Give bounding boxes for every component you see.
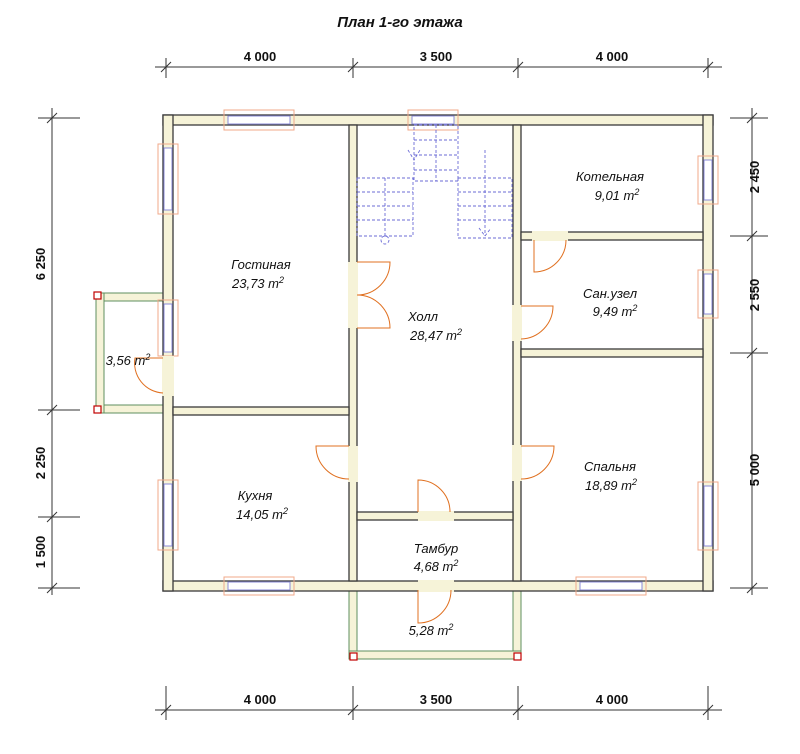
right-dimension: 2 450 2 550 5 000 [730, 108, 768, 595]
room-vestibule-name: Тамбур [414, 541, 459, 556]
dim-right-2: 2 550 [747, 279, 762, 312]
top-dimension: 4 000 3 500 4 000 [155, 49, 722, 78]
room-boiler-name: Котельная [576, 169, 644, 184]
front-porch [348, 585, 522, 661]
room-hall: Холл 28,47 m2 [407, 309, 462, 343]
area-superscript: 2 [452, 558, 458, 568]
area-superscript: 2 [278, 275, 284, 285]
dim-left-3: 1 500 [33, 536, 48, 569]
side-porch [93, 291, 167, 414]
svg-text:9,49 m2: 9,49 m2 [593, 303, 638, 319]
svg-text:4,68 m2: 4,68 m2 [414, 558, 459, 574]
area-superscript: 2 [144, 352, 150, 362]
area-superscript: 2 [456, 327, 462, 337]
room-bathroom: Сан.узел 9,49 m2 [583, 286, 638, 319]
svg-text:23,73 m2: 23,73 m2 [231, 275, 284, 291]
room-bedroom: Спальня 18,89 m2 [584, 459, 637, 493]
porch-side-label: 3,56 m2 [106, 352, 151, 368]
dim-top-2: 3 500 [420, 49, 453, 64]
doors [134, 231, 568, 624]
area-superscript: 2 [631, 477, 637, 487]
svg-text:9,01 m2: 9,01 m2 [595, 187, 640, 203]
room-boiler: Котельная 9,01 m2 [576, 169, 644, 203]
room-living: Гостиная 23,73 m2 [231, 257, 291, 291]
porch-side-area: 3,56 m [106, 353, 146, 368]
area-superscript: 2 [447, 622, 453, 632]
room-hall-name: Холл [407, 309, 439, 324]
room-vestibule-area: 4,68 m [414, 559, 454, 574]
area-superscript: 2 [282, 506, 288, 516]
room-bathroom-area: 9,49 m [593, 304, 633, 319]
room-kitchen-name: Кухня [238, 488, 273, 503]
dim-left-1: 6 250 [33, 248, 48, 281]
svg-text:5,28 m2: 5,28 m2 [409, 622, 454, 638]
porch-front-label: 5,28 m2 [409, 622, 454, 638]
dim-bottom-1: 4 000 [244, 692, 277, 707]
dim-top-1: 4 000 [244, 49, 277, 64]
room-bedroom-name: Спальня [584, 459, 636, 474]
room-bedroom-area: 18,89 m [585, 478, 632, 493]
room-living-area: 23,73 m [231, 276, 279, 291]
area-superscript: 2 [633, 187, 639, 197]
room-boiler-area: 9,01 m [595, 188, 635, 203]
bottom-dimension: 4 000 3 500 4 000 [155, 686, 722, 720]
dim-bottom-3: 4 000 [596, 692, 629, 707]
svg-text:28,47 m2: 28,47 m2 [409, 327, 462, 343]
staircase [356, 124, 513, 245]
svg-text:14,05 m2: 14,05 m2 [236, 506, 288, 522]
dim-left-2: 2 250 [33, 447, 48, 480]
porch-front-area: 5,28 m [409, 623, 449, 638]
left-dimension: 6 250 2 250 1 500 [33, 108, 80, 595]
svg-text:3,56 m2: 3,56 m2 [106, 352, 151, 368]
room-kitchen-area: 14,05 m [236, 507, 283, 522]
dim-right-3: 5 000 [747, 454, 762, 487]
room-kitchen: Кухня 14,05 m2 [236, 488, 288, 522]
area-superscript: 2 [631, 303, 637, 313]
room-living-name: Гостиная [231, 257, 291, 272]
room-hall-area: 28,47 m [409, 328, 457, 343]
svg-text:18,89 m2: 18,89 m2 [585, 477, 637, 493]
room-vestibule: Тамбур 4,68 m2 [414, 541, 459, 574]
dim-top-3: 4 000 [596, 49, 629, 64]
room-bathroom-name: Сан.узел [583, 286, 638, 301]
windows [157, 109, 719, 596]
dim-bottom-2: 3 500 [420, 692, 453, 707]
dim-right-1: 2 450 [747, 161, 762, 194]
plan-title: План 1-го этажа [337, 14, 463, 31]
